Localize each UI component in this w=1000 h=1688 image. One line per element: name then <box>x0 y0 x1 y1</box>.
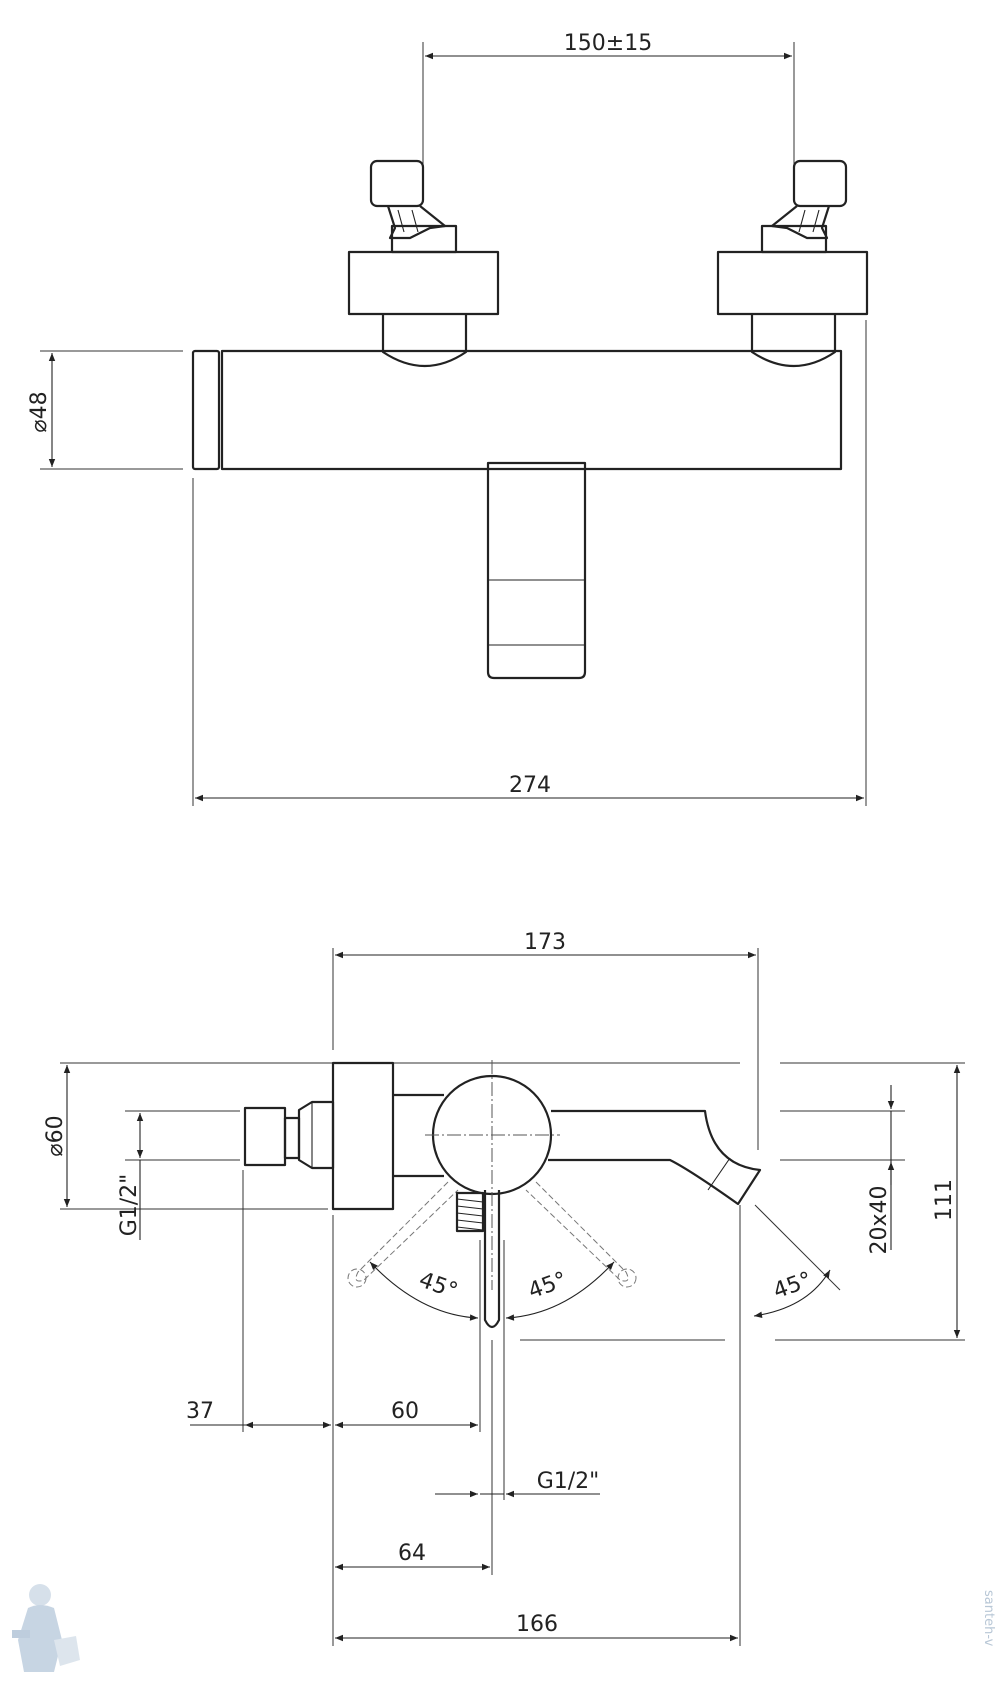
dim-label-166: 166 <box>516 1612 558 1637</box>
dim-label-inlet-thread: G1/2" <box>117 1174 142 1237</box>
right-handle-stem-detail <box>798 209 820 233</box>
angle-arc-right <box>505 1261 615 1321</box>
angle-label-spout: 45° <box>770 1267 815 1304</box>
angle-arc-spout <box>753 1269 831 1318</box>
lever-ghost-left-tip <box>347 1268 367 1288</box>
left-handle-stem-detail <box>397 209 419 233</box>
spout-front <box>486 461 587 680</box>
mixer-body-side <box>393 1093 444 1178</box>
right-handle-rosette <box>716 250 869 316</box>
left-handle <box>347 159 500 368</box>
top-view: 150±15 ⌀48 <box>27 31 869 806</box>
angle-arc-left <box>369 1261 479 1321</box>
right-handle-stem <box>770 205 831 240</box>
right-handle-neck <box>750 314 837 368</box>
inlet-nut <box>243 1106 287 1167</box>
dim-label-60: 60 <box>391 1399 419 1424</box>
side-view: 173 45° 45° <box>43 930 965 1646</box>
angle-label-left: 45° <box>416 1267 461 1304</box>
left-handle-neck <box>381 314 468 368</box>
lever-side <box>483 1190 501 1329</box>
right-handle-knob <box>792 159 848 208</box>
right-handle <box>716 159 869 368</box>
plumber-mascot-icon <box>12 1584 80 1672</box>
left-handle-rosette <box>347 250 500 316</box>
dim-label-173: 173 <box>524 930 566 955</box>
angle-label-right: 45° <box>525 1267 570 1304</box>
inlet-eccentric <box>297 1100 335 1170</box>
lever-ghost-right-tip <box>617 1268 637 1288</box>
dim-label-64: 64 <box>398 1541 426 1566</box>
left-handle-stem <box>386 205 447 240</box>
dim-label-37: 37 <box>186 1399 214 1424</box>
dim-label-height: 111 <box>932 1179 957 1221</box>
outlet-thread-detail <box>456 1198 484 1231</box>
dim-label-total-width: 274 <box>509 773 551 798</box>
dim-label-handle-spacing: 150±15 <box>564 31 652 56</box>
dim-label-body-diameter: ⌀48 <box>27 391 52 432</box>
mixer-body <box>220 349 843 471</box>
spout-side <box>548 1109 762 1206</box>
lever-ghost-left <box>355 1181 459 1282</box>
dim-label-spout-section: 20x40 <box>867 1185 892 1254</box>
spout-outlet-edge <box>707 1157 731 1191</box>
outlet-thread <box>455 1191 485 1233</box>
dim-label-outlet-thread: G1/2" <box>537 1469 600 1494</box>
inlet-pipe <box>283 1116 301 1160</box>
dim-label-rosette-diameter: ⌀60 <box>43 1115 68 1156</box>
wall-rosette <box>331 1061 395 1211</box>
left-handle-knob <box>369 159 425 208</box>
body-end-cap <box>191 349 221 471</box>
watermark-vertical-text: santeh-v <box>981 1590 996 1647</box>
lever-ghost-right <box>525 1181 629 1282</box>
